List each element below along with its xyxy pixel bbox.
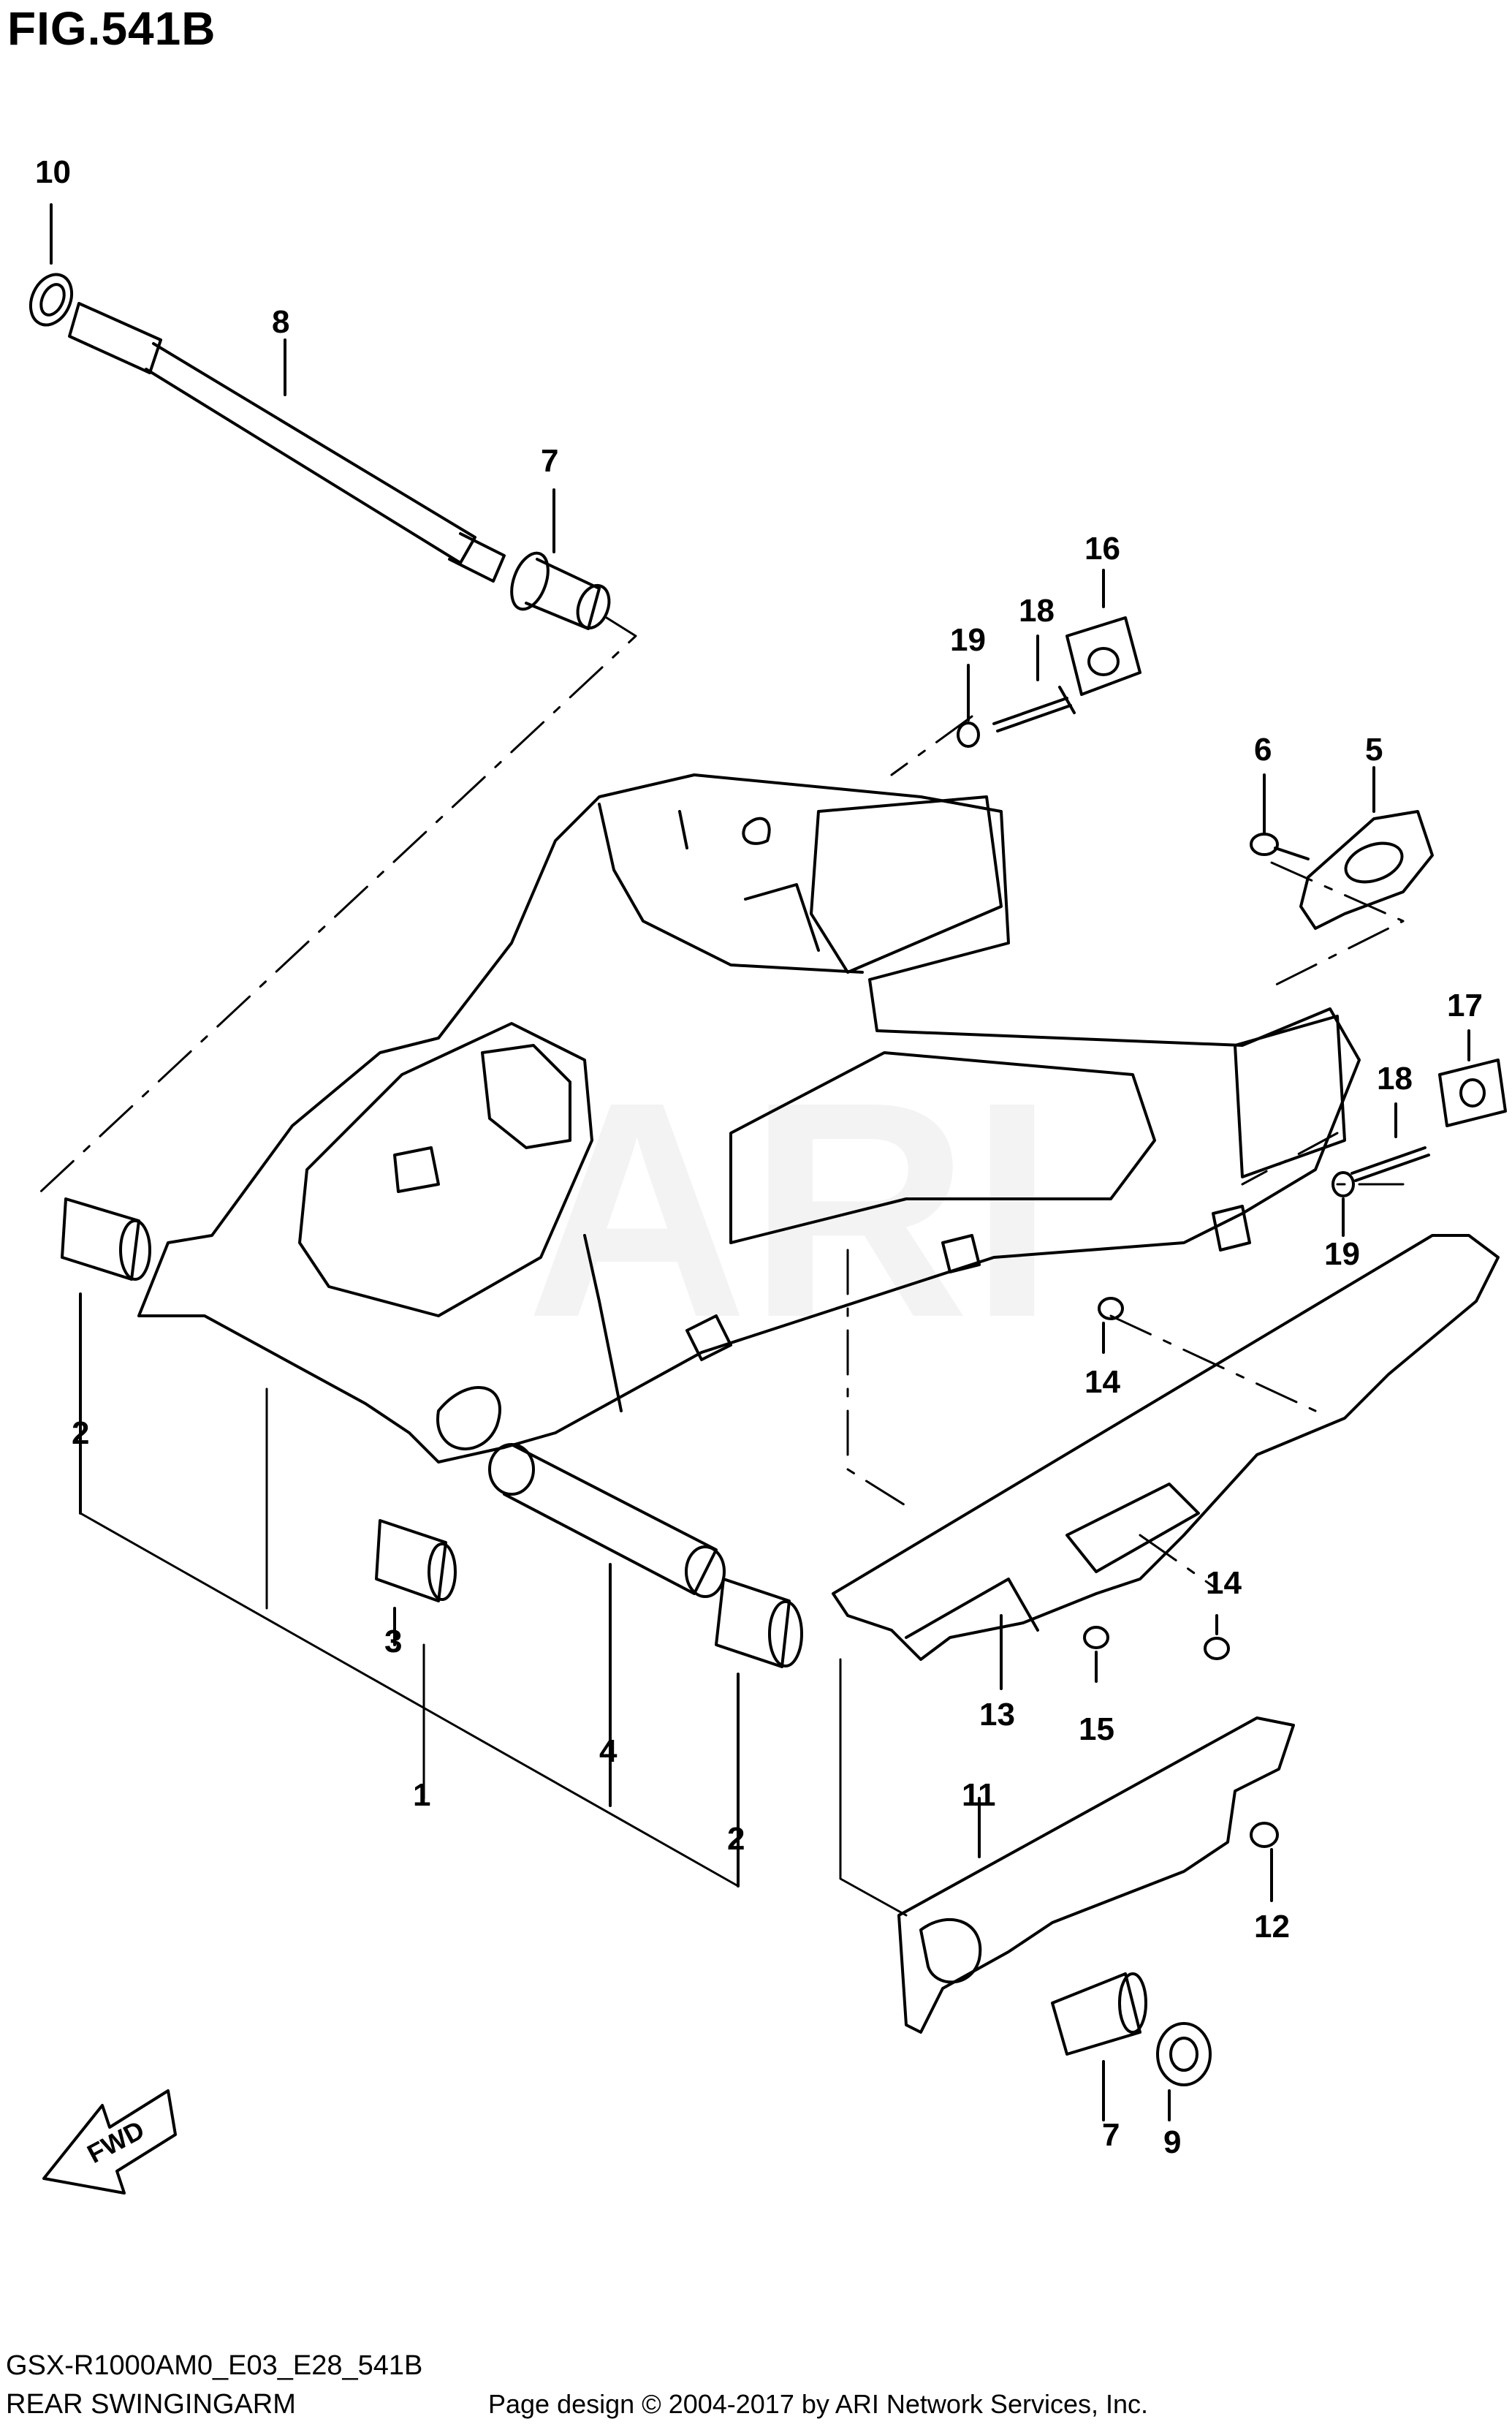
part-11-guide-line — [839, 1658, 908, 1917]
part-1-assembly-bracket — [79, 1387, 740, 1888]
callout-11: 11 — [962, 1777, 996, 1813]
callout-2-left: 2 — [72, 1415, 89, 1451]
callout-15: 15 — [1079, 1711, 1114, 1747]
part-3-bearing-inner — [375, 1519, 457, 1646]
part-19-washer-lower — [1331, 1171, 1355, 1237]
callout-7-upper: 7 — [541, 443, 558, 479]
callout-8: 8 — [272, 304, 289, 340]
part-2-bearing-right — [715, 1578, 803, 1888]
callout-17: 17 — [1447, 988, 1483, 1023]
callout-2-right: 2 — [727, 1821, 745, 1857]
copyright-notice: Page design © 2004-2017 by ARI Network S… — [488, 2389, 1149, 2419]
callout-16: 16 — [1084, 531, 1120, 567]
part-2-bearing-left — [61, 1197, 151, 1515]
callout-5: 5 — [1365, 732, 1383, 768]
assembly-guide-lines — [31, 616, 1405, 1588]
part-15-screw — [1083, 1626, 1109, 1683]
callout-18-lower: 18 — [1377, 1061, 1413, 1097]
part-19-washer-upper — [957, 664, 980, 748]
callout-7-lower: 7 — [1102, 2117, 1120, 2153]
part-14-screw-lower — [1204, 1614, 1230, 1660]
callout-18-upper: 18 — [1019, 593, 1055, 629]
callout-9: 9 — [1163, 2124, 1181, 2160]
part-16-adjuster-block — [1065, 569, 1141, 696]
part-11-chain-guide — [897, 1716, 1295, 2034]
callout-13: 13 — [979, 1697, 1015, 1733]
section-name: REAR SWINGINGARM — [6, 2389, 296, 2420]
callout-19-upper: 19 — [950, 622, 986, 658]
part-13-chain-case — [832, 1234, 1500, 1690]
part-6-screw — [1250, 773, 1310, 860]
part-12-screw — [1250, 1822, 1279, 1902]
callout-12: 12 — [1254, 1909, 1290, 1945]
part-4-spacer — [488, 1443, 726, 1807]
callout-10: 10 — [35, 154, 71, 190]
part-14-screw-upper — [1098, 1297, 1124, 1354]
callout-4: 4 — [599, 1733, 618, 1769]
part-7-collar-upper — [510, 488, 611, 630]
part-5-plate — [1299, 766, 1434, 930]
part-17-adjuster-block — [1438, 1029, 1507, 1127]
fwd-arrow-icon: FWD — [42, 2089, 177, 2195]
callout-6: 6 — [1254, 732, 1272, 768]
figure-title: FIG.541B — [7, 2, 216, 55]
part-7-collar-lower — [1051, 1972, 1147, 2121]
callout-14-lower: 14 — [1206, 1565, 1242, 1601]
part-10-locknut — [29, 203, 74, 327]
callout-14-upper: 14 — [1084, 1364, 1120, 1400]
part-18-bolt-upper — [992, 635, 1076, 732]
callout-1: 1 — [413, 1777, 430, 1813]
swingarm-body — [137, 773, 1361, 1464]
part-8-pivot-shaft — [68, 302, 506, 583]
callout-19-lower: 19 — [1324, 1236, 1360, 1272]
model-code: GSX-R1000AM0_E03_E28_541B — [6, 2350, 423, 2381]
part-9-nut — [1156, 2022, 1212, 2121]
part-18-bolt-lower — [1350, 1102, 1430, 1182]
callout-3: 3 — [384, 1624, 402, 1659]
